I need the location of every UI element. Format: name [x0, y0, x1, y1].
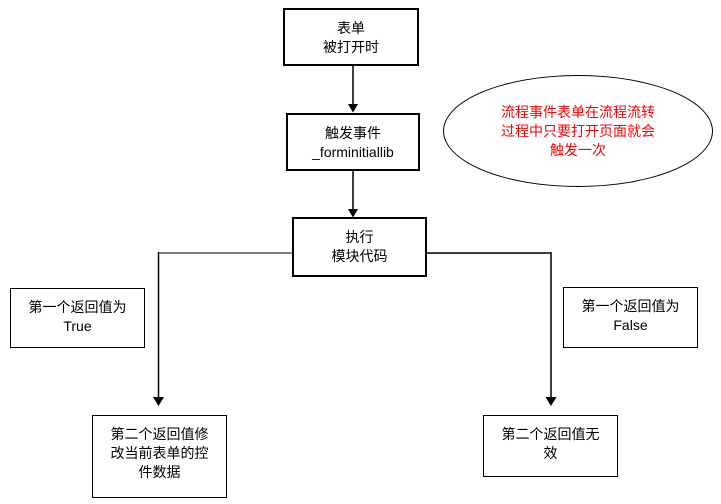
node-form-opened-line2: 被打开时: [323, 39, 379, 55]
node-trigger-event-line1: 触发事件: [325, 125, 381, 141]
node-second-return-invalid: 第二个返回值无 效: [483, 415, 618, 477]
arrow-left-branch-head: [153, 397, 164, 406]
node-form-opened-line1: 表单: [337, 20, 365, 36]
node-first-return-true-line2: True: [63, 318, 92, 334]
arrow-form-to-trigger-head: [348, 104, 358, 113]
node-first-return-false: 第一个返回值为 False: [563, 287, 698, 348]
node-second-return-modify-line2: 改当前表单的控: [110, 445, 209, 461]
annotation-line3: 触发一次: [550, 141, 606, 158]
annotation-line2: 过程中只要打开页面就会: [501, 122, 655, 139]
node-second-return-modify-line1: 第二个返回值修: [110, 426, 209, 442]
node-first-return-false-line1: 第一个返回值为: [581, 298, 680, 314]
node-first-return-true-line1: 第一个返回值为: [28, 299, 127, 315]
node-first-return-false-line2: False: [613, 317, 648, 333]
node-second-return-invalid-line1: 第二个返回值无: [501, 426, 600, 442]
node-execute-module-line2: 模块代码: [331, 248, 388, 264]
node-trigger-event-line2: _forminitiallib: [312, 144, 394, 160]
node-execute-module-line1: 执行: [345, 229, 374, 245]
arrow-right-branch-head: [545, 397, 557, 406]
node-execute-module: 执行 模块代码: [292, 217, 427, 277]
node-trigger-event: 触发事件 _forminitiallib: [286, 113, 420, 171]
node-second-return-invalid-line2: 效: [543, 445, 558, 461]
node-first-return-true: 第一个返回值为 True: [10, 288, 145, 348]
annotation-line1: 流程事件表单在流程流转: [501, 103, 655, 120]
node-second-return-modify-line3: 件数据: [138, 464, 181, 480]
node-form-opened: 表单 被打开时: [283, 8, 419, 66]
node-second-return-modify: 第二个返回值修 改当前表单的控 件数据: [92, 415, 227, 498]
arrow-trigger-to-execute-head: [348, 209, 358, 218]
annotation-ellipse: 流程事件表单在流程流转 过程中只要打开页面就会 触发一次: [443, 75, 713, 187]
